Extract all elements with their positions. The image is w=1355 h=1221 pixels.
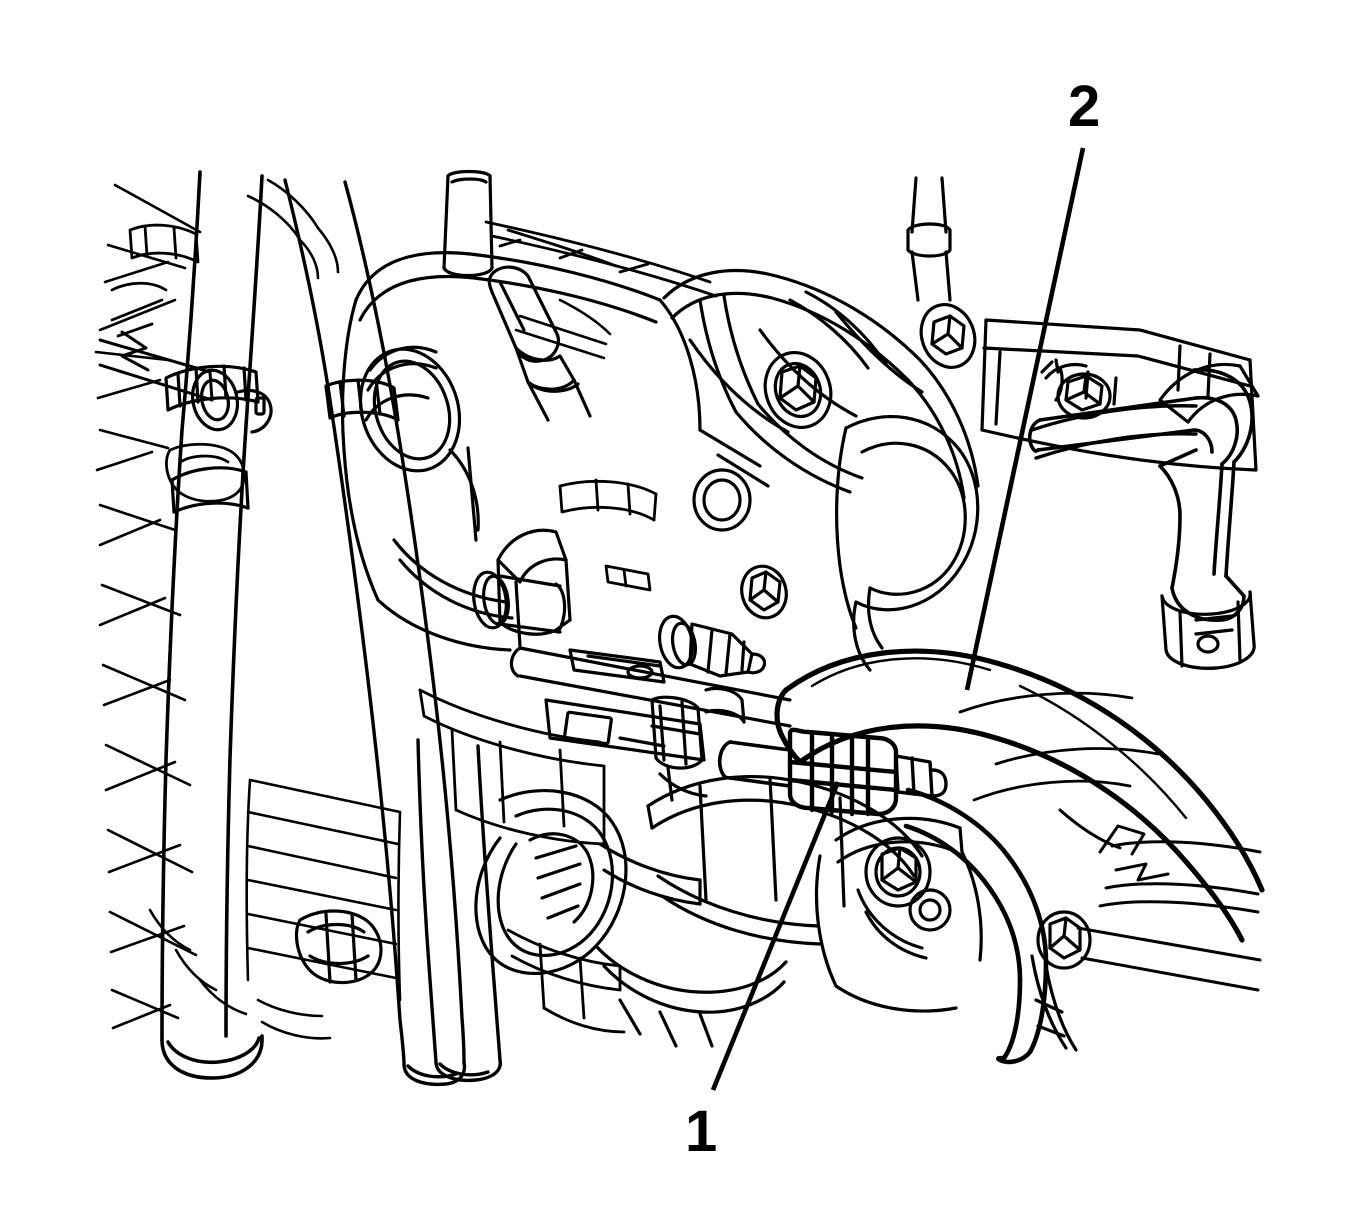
- fuel-rail-assembly: [472, 528, 792, 802]
- bracket-bolt-upper: [487, 265, 592, 422]
- hose-clamp-bottom-left: [294, 909, 383, 985]
- engine-mount-bracket: [814, 816, 983, 1013]
- bracket-lower-left: [165, 442, 246, 503]
- main-hose-highlight: [810, 657, 1188, 820]
- coolant-hose-left-inner: [283, 178, 467, 1087]
- bracket-bottom-center: [506, 928, 626, 1034]
- hardware-bottom-left: [148, 908, 332, 1040]
- bracket-detail-left: [110, 223, 200, 338]
- transmission-bellhousing: [662, 268, 980, 532]
- callout-leader-2: [964, 147, 1086, 691]
- hose-bottom-left-group: [416, 738, 502, 1083]
- engine-top-seam: [484, 220, 718, 298]
- hose-small-right: [1158, 362, 1260, 424]
- callout-leader-1: [710, 781, 841, 1091]
- valve-cover-bolt: [740, 564, 788, 620]
- plate-lower-right: [958, 691, 1160, 802]
- throttle-body-detail: [558, 478, 658, 522]
- hose-stub-left-of-fitting: [717, 740, 792, 788]
- engine-block-detail-center: [418, 688, 606, 846]
- bracket-ellipse-left: [190, 368, 273, 434]
- quick-connect-fitting: [787, 727, 899, 817]
- callout-label-1: 1: [685, 1099, 718, 1164]
- mounting-bolt-lower: [856, 836, 952, 960]
- spring-clamp-right: [1160, 590, 1256, 670]
- hose-upper-right-edge: [1030, 404, 1198, 460]
- electrical-connector: [650, 695, 704, 770]
- main-hose: [774, 648, 1265, 943]
- head-pipe-detail: [514, 298, 612, 360]
- chassis-rail-lower-right: [1058, 808, 1262, 992]
- hose-stub-center-lower: [598, 842, 702, 906]
- secondary-hose: [903, 787, 1049, 1065]
- hose-nub-upper-left: [246, 178, 340, 280]
- mounting-bolt-lower-right: [1030, 910, 1092, 1052]
- callout-label-2: 2: [1068, 74, 1101, 139]
- coolant-hose-left: [160, 170, 264, 1080]
- engine-cylinder-head-cover: [340, 251, 702, 652]
- retainer-tab-center: [604, 564, 652, 592]
- stud-upper-right: [906, 176, 952, 302]
- engine-rib-lower-center: [594, 944, 788, 1048]
- bracket-bolt-right: [1040, 358, 1112, 420]
- radiator-fin-panel: [94, 183, 202, 1030]
- intake-manifold-runner: [835, 415, 980, 672]
